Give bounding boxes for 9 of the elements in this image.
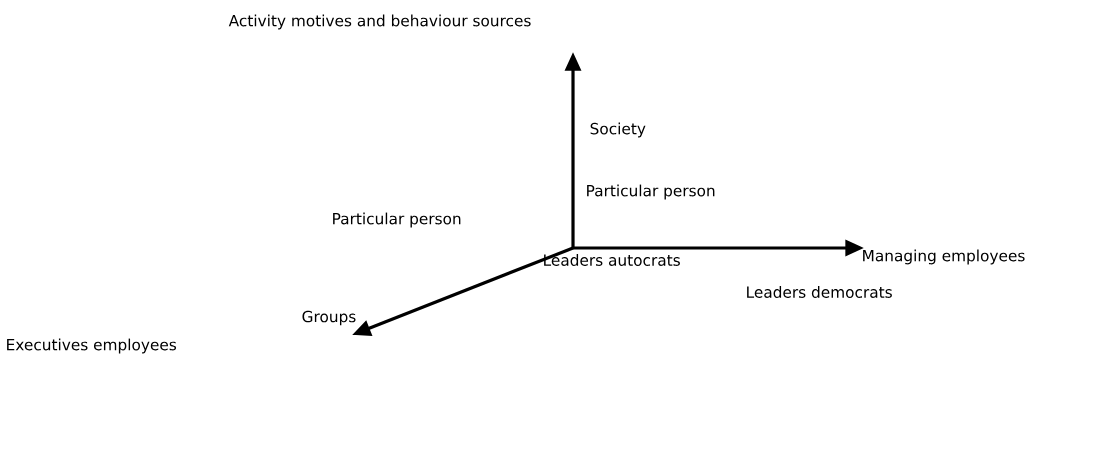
axis-label: Leaders autocrats [544,254,680,266]
axis-label: Society [590,122,646,138]
axis-label: Activity motives and behaviour sources [228,14,531,30]
axis-label: Leaders democrats [747,286,892,298]
axis-label: Particular person [333,212,461,228]
axis-label: Particular person [587,184,715,200]
axis-label: Executives employees [7,338,177,354]
axis-label: Groups [302,310,356,326]
axis-label: Managing employees [863,249,1025,265]
